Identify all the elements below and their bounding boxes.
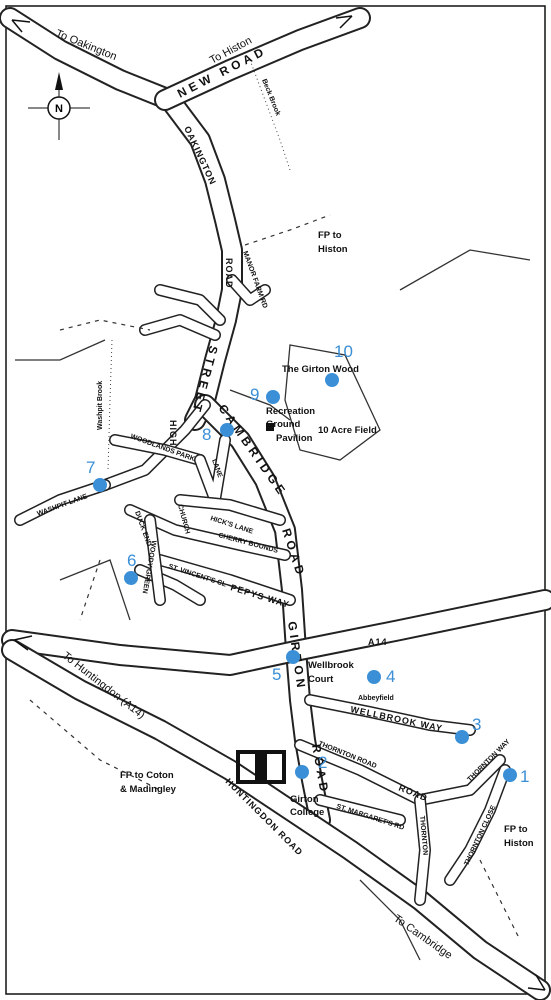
marker-10-label: 10 <box>334 342 353 361</box>
marker-1-label: 1 <box>520 767 529 786</box>
girton-college-label-2: College <box>290 807 324 818</box>
road-label-oakington: ROAD <box>224 258 234 289</box>
marker-2-label: 2 <box>318 753 327 772</box>
washpit-brook-label: Washpit Brook <box>97 381 104 430</box>
marker-5-label: 5 <box>272 665 281 684</box>
marker-7-label: 7 <box>86 458 95 477</box>
minor-roads <box>14 274 511 906</box>
marker-8-label: 8 <box>202 425 211 444</box>
arrow-to-huntingdon <box>13 635 33 651</box>
a14-label: A14 <box>368 637 388 647</box>
abbeyfield-label: Abbeyfield <box>358 695 394 702</box>
beck-brook-stream <box>249 59 291 171</box>
wellbrook-court-label-2: Court <box>308 674 334 685</box>
ten-acre-field-label: 10 Acre Field <box>318 425 377 436</box>
hicks-lane-label: HICK'S LANE <box>209 515 254 535</box>
place-labels: FP to Histon The Girton Wood Recreation … <box>120 230 534 849</box>
fp-histon-bottom-label-1: FP to <box>504 824 528 835</box>
marker-9-label: 9 <box>250 385 259 404</box>
marker-4-label: 4 <box>386 667 395 686</box>
map-border <box>5 5 546 995</box>
arrow-to-histon <box>335 15 353 29</box>
main-roads <box>0 7 551 1000</box>
high-street-label-high: HIGH <box>168 420 178 447</box>
arrow-to-cambridge <box>527 974 546 991</box>
recreation-ground-label-1: Recreation <box>266 406 315 417</box>
thornton-label-vertical: THORNTON <box>418 816 428 856</box>
marker-9[interactable]: 9 <box>250 385 280 404</box>
pavilion-building <box>266 423 274 431</box>
wellbrook-court-label-1: Wellbrook <box>308 660 354 671</box>
compass-north-label: N <box>55 103 63 115</box>
girton-college-building <box>236 750 286 784</box>
marker-10[interactable]: 10 <box>325 342 353 387</box>
marker-6[interactable]: 6 <box>124 551 138 585</box>
marker-4[interactable]: 4 <box>367 667 395 686</box>
compass-rose: N <box>28 72 90 140</box>
fp-histon-bottom-label-2: Histon <box>504 838 534 849</box>
marker-2[interactable]: 2 <box>295 753 327 779</box>
marker-6-label: 6 <box>127 551 136 570</box>
thornton-close-label: THORNTON CLOSE <box>463 804 497 867</box>
arrow-to-oakington <box>11 19 31 33</box>
marker-7[interactable]: 7 <box>86 458 107 492</box>
fp-coton-label-1: FP to Coton <box>120 770 174 781</box>
footpaths <box>29 214 521 941</box>
washpit-brook-stream <box>107 339 113 471</box>
girton-wood-label: The Girton Wood <box>282 364 359 375</box>
beck-brook-label: Beck Brook <box>260 78 281 117</box>
marker-1[interactable]: 1 <box>503 767 529 786</box>
fp-histon-top-label-2: Histon <box>318 244 348 255</box>
marker-3-label: 3 <box>472 715 481 734</box>
fp-coton-label-2: & Madingley <box>120 784 177 795</box>
marker-3[interactable]: 3 <box>455 715 481 744</box>
marker-8[interactable]: 8 <box>202 423 234 444</box>
recreation-ground-label-2: Ground <box>266 419 300 430</box>
fp-histon-top-label-1: FP to <box>318 230 342 241</box>
girton-college-label-1: Girton <box>290 794 319 805</box>
pavilion-label: Pavilion <box>276 433 313 444</box>
field-boundaries <box>15 249 531 961</box>
marker-5[interactable]: 5 <box>272 650 300 684</box>
